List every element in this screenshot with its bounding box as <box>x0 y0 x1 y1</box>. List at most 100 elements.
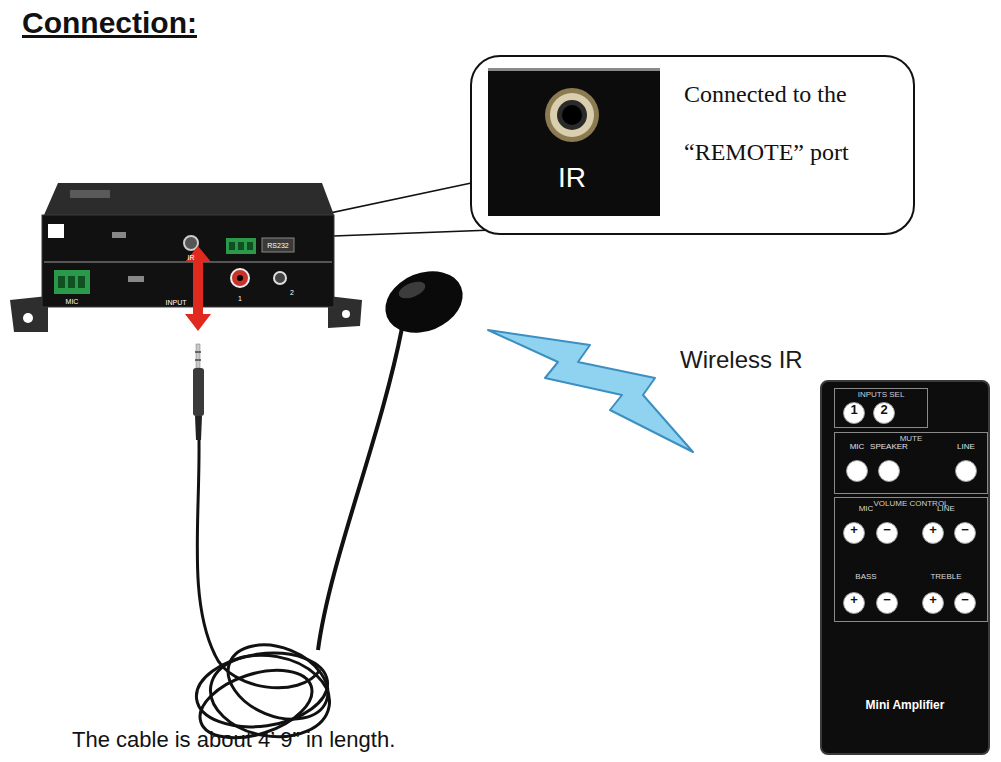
remote-button: − <box>876 522 898 544</box>
callout-bubble: Connected to the “REMOTE” port <box>470 55 915 235</box>
remote-button: + <box>922 522 944 544</box>
terminal-slot <box>238 242 244 250</box>
button-label: − <box>954 592 976 614</box>
mini-jack <box>274 272 286 284</box>
terminal-slot <box>229 242 235 250</box>
device-logo <box>48 224 64 238</box>
plug-body <box>193 368 204 416</box>
button-label: 1 <box>843 402 865 424</box>
callout-text: Connected to the “REMOTE” port <box>684 65 874 181</box>
button-group: MICSPEAKERLINEMUTE <box>834 432 988 494</box>
button-label: + <box>922 592 944 614</box>
plug-tip <box>196 344 200 368</box>
terminal-slot <box>78 276 85 288</box>
remote-button: − <box>876 592 898 614</box>
wireless-bolt <box>488 330 693 452</box>
button-circle <box>847 461 868 482</box>
remote-button: + <box>922 592 944 614</box>
terminal-slot <box>68 276 75 288</box>
button-label: 2 <box>873 402 895 424</box>
remote-button: − <box>954 592 976 614</box>
remote-button: + <box>843 592 865 614</box>
receiver-highlight <box>396 278 427 301</box>
mount-hole <box>342 310 350 318</box>
control-label: BASS <box>855 572 876 581</box>
terminal-slot <box>58 276 65 288</box>
button-circle <box>874 403 895 424</box>
button-group: +−+−+−+−VOLUME CONTROL <box>834 497 988 622</box>
cable-coil <box>217 631 339 733</box>
port-label: INPUT <box>166 299 187 306</box>
port-label: 2 <box>290 289 294 296</box>
signal-label: Wireless IR <box>680 346 803 374</box>
jack-ring <box>545 88 599 142</box>
button-circle <box>879 461 900 482</box>
plug-ring <box>195 359 201 361</box>
mount-hole <box>23 313 33 323</box>
cable-note: The cable is about 4’ 9” in length. <box>72 727 395 753</box>
button-circle <box>844 523 865 544</box>
terminal-block <box>226 238 256 254</box>
group-heading: VOLUME CONTROL <box>835 499 987 508</box>
button-label: + <box>843 522 865 544</box>
port-label: 1 <box>238 295 242 302</box>
button-label: − <box>876 592 898 614</box>
button-circle <box>923 593 944 614</box>
terminal-block <box>54 270 90 294</box>
button-circle <box>956 461 977 482</box>
plug-ring <box>195 351 201 353</box>
button-circle <box>955 523 976 544</box>
jack-hole <box>562 105 582 125</box>
port-label: IR <box>188 254 195 261</box>
cable <box>197 440 320 688</box>
control-label: TREBLE <box>930 572 961 581</box>
strain-relief <box>195 416 202 440</box>
port-label: MIC <box>66 298 79 305</box>
port-label: RS232 <box>267 242 288 249</box>
remote-button: 1 <box>843 402 865 424</box>
remote-button: + <box>843 522 865 544</box>
remote-name: Mini Amplifier <box>822 698 988 712</box>
rca-jack <box>231 269 249 287</box>
ir-port <box>184 236 198 250</box>
rca-hole <box>237 275 243 281</box>
button-label: − <box>954 522 976 544</box>
jack-ring <box>550 93 594 137</box>
button-circle <box>844 403 865 424</box>
callout-fill <box>471 56 914 234</box>
group-heading: MUTE <box>835 434 987 443</box>
button-label: + <box>843 592 865 614</box>
button-circle <box>844 593 865 614</box>
button-group: 12 INPUTS SEL <box>834 388 928 428</box>
ir-receiver <box>376 260 472 344</box>
button-circle <box>877 523 898 544</box>
button-circle <box>955 593 976 614</box>
remote-button: 2 <box>873 402 895 424</box>
diagram-title: Connection: <box>22 6 197 40</box>
jack-hole <box>557 100 587 130</box>
remote-control: 12INPUTS SELMICSPEAKERLINEMUTE+−+−+−+−VO… <box>820 380 990 755</box>
button-circle <box>877 593 898 614</box>
port-label: IR <box>558 162 586 194</box>
photo-edge <box>488 68 660 71</box>
switch <box>128 276 144 282</box>
control-label: MIC <box>859 504 874 513</box>
group-heading: INPUTS SEL <box>835 390 927 399</box>
remote-button: − <box>954 522 976 544</box>
rs232-box <box>262 238 294 252</box>
switch <box>112 232 126 238</box>
device-top <box>44 183 334 215</box>
button-circle <box>923 523 944 544</box>
terminal-slot <box>247 242 253 250</box>
button-label: SPEAKER <box>861 442 917 451</box>
control-label: LINE <box>937 504 955 513</box>
mute-button: SPEAKER <box>867 442 911 482</box>
device-logo <box>70 190 110 198</box>
button-label: − <box>876 522 898 544</box>
button-label: LINE <box>938 442 994 451</box>
jack-photo <box>488 68 660 216</box>
double-arrow <box>185 246 211 331</box>
gooseneck <box>318 328 402 650</box>
